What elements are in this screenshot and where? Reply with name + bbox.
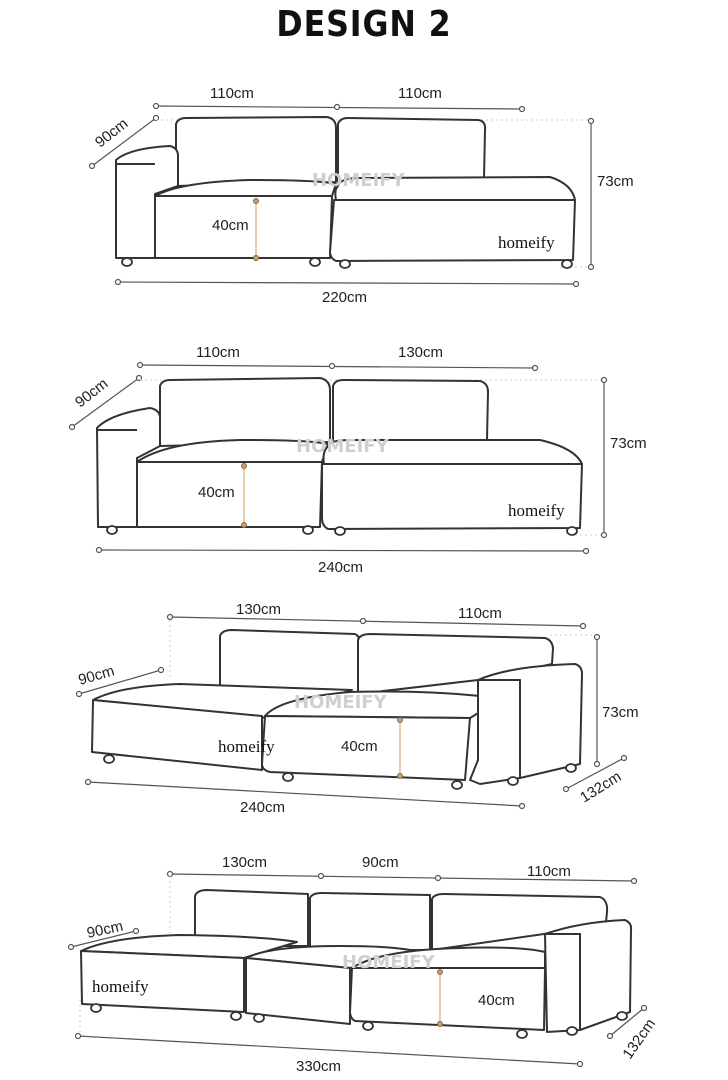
diagram-1: 110cm 110cm 90cm 73cm HOMEIFY 40cm homei… [88,85,634,306]
d4-depth: 90cm [85,918,124,942]
diagram-3: 130cm 110cm 90cm 73cm HOMEIFY 40cm homei… [75,601,639,816]
d3-seat-height: 40cm [341,738,378,755]
d1-height: 73cm [597,173,634,190]
d2-seat-height: 40cm [198,484,235,501]
d2-brand: homeify [508,501,565,520]
d2-watermark: HOMEIFY [296,436,390,457]
d4-width-2: 90cm [362,854,399,871]
d2-width-right: 130cm [398,344,443,361]
d2-width-left: 110cm [196,344,240,361]
d3-height: 73cm [602,704,639,721]
d3-total-width: 240cm [240,799,285,816]
d1-total-width: 220cm [322,289,367,306]
d4-total-width: 330cm [296,1058,341,1075]
d4-watermark: HOMEIFY [342,952,436,973]
d4-width-3: 110cm [527,863,571,880]
d2-height: 73cm [610,435,647,452]
page-title: DESIGN 2 [276,4,452,45]
d1-seat-height: 40cm [212,217,249,234]
d3-chaise-depth: 132cm [577,768,624,806]
d1-depth: 90cm [92,115,131,151]
d4-brand: homeify [92,977,149,996]
d1-width-right: 110cm [398,85,442,102]
d1-brand: homeify [498,233,555,252]
d3-brand: homeify [218,737,275,756]
d2-depth: 90cm [72,375,111,411]
d2-total-width: 240cm [318,559,363,576]
d3-watermark: HOMEIFY [294,692,388,713]
d1-watermark: HOMEIFY [312,170,406,191]
d4-width-1: 130cm [222,854,267,871]
d4-seat-height: 40cm [478,992,515,1009]
d3-width-right: 110cm [458,605,502,622]
diagram-2: 110cm 130cm 90cm 73cm HOMEIFY 40cm homei… [68,344,647,576]
diagram-4: 130cm 90cm 110cm 90cm HOMEIFY 40cm homei… [67,854,659,1075]
d3-width-left: 130cm [236,601,281,618]
d1-width-left: 110cm [210,85,254,102]
